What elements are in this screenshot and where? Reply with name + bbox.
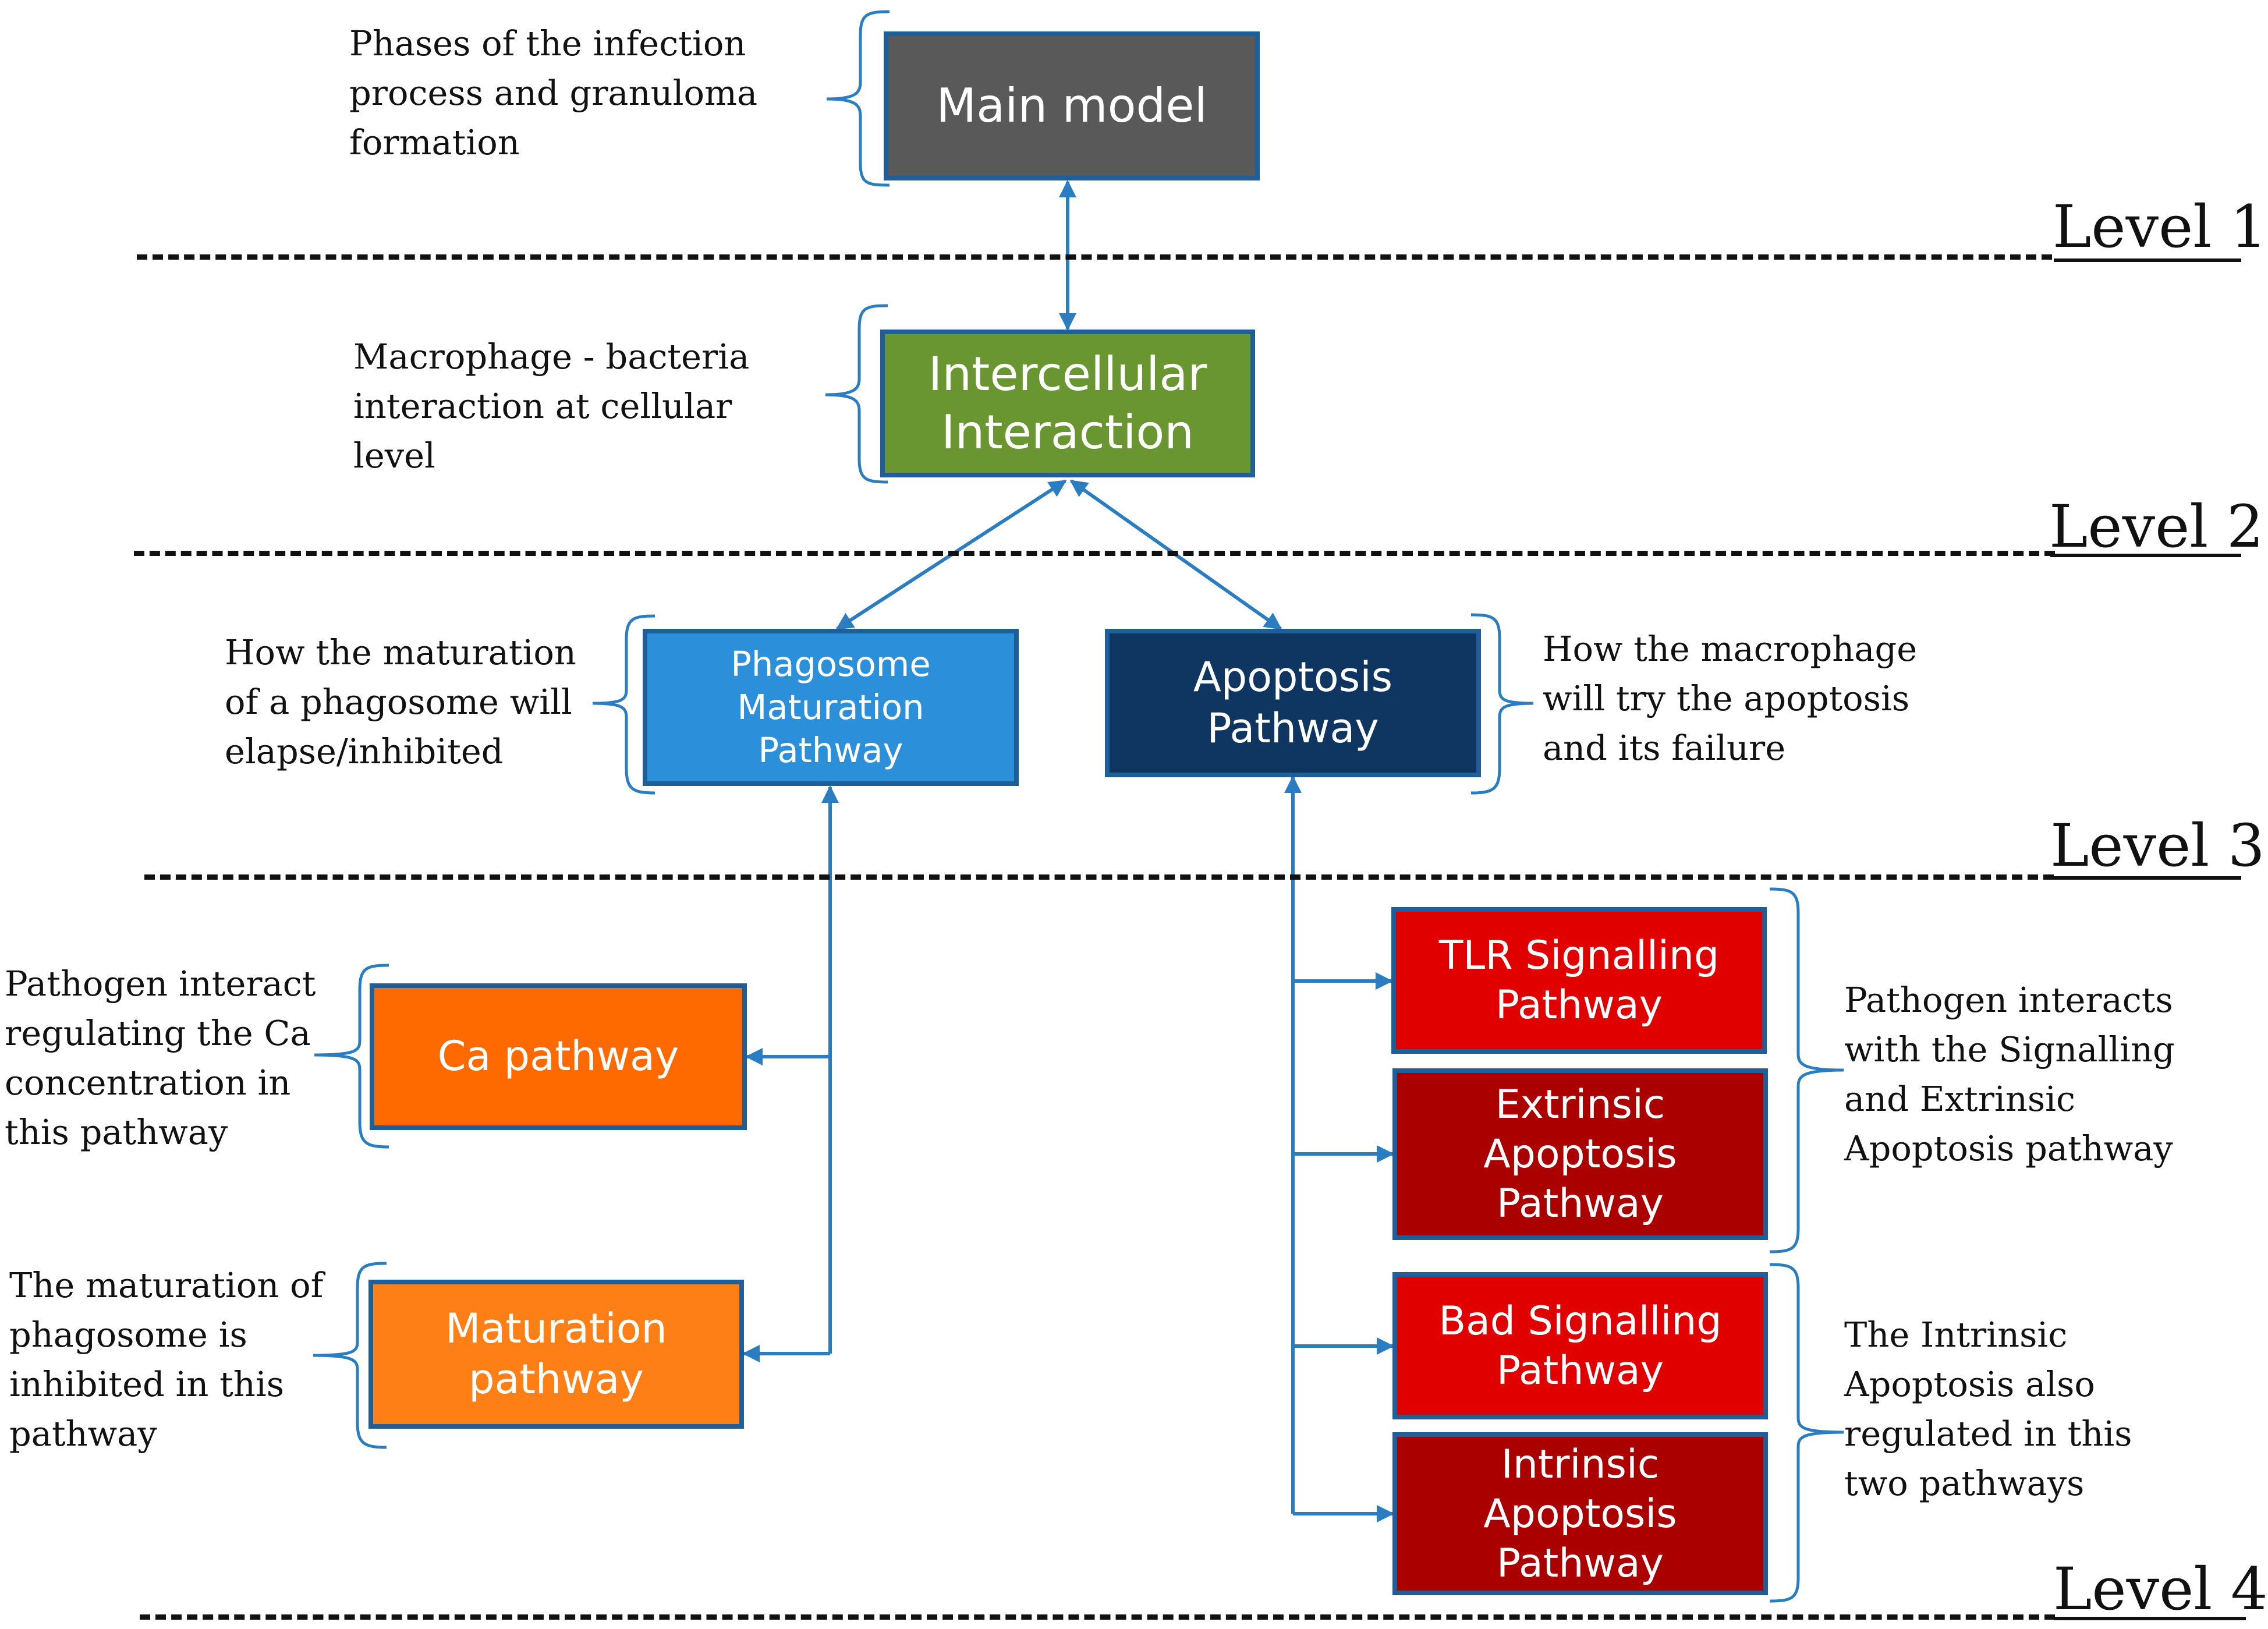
intercellular-note: Macrophage - bacteria interaction at cel… [353,337,750,476]
bad-signalling-pathway-box[interactable]: Bad Signalling Pathway [1392,1272,1768,1419]
main-model-box[interactable]: Main model [884,31,1260,180]
brace-apoptosis [1470,613,1534,795]
brace-ca-pathway [314,964,389,1149]
level-1-label: Level 1 [2053,193,2267,261]
ca-pathway-label: Ca pathway [437,1032,679,1081]
level-3-label: Level 3 [2050,812,2265,880]
brace-phagosome [592,614,655,795]
ca-pathway-note: Pathogen interact regulating the Ca conc… [5,964,316,1152]
level-4-label: Level 4 [2053,1555,2268,1623]
level-4-underline [2054,1617,2246,1620]
apoptosis-pathway-label: Apoptosis Pathway [1193,653,1393,752]
level-2-underline [2050,554,2241,557]
brace-signalling-extrinsic [1769,887,1844,1253]
brace-intercellular [825,304,888,484]
extrinsic-apoptosis-pathway-label: Extrinsic Apoptosis Pathway [1483,1082,1677,1227]
main-model-label: Main model [936,79,1207,133]
level-2-label: Level 2 [2049,493,2264,561]
phagosome-maturation-pathway-label: Phagosome Maturation Pathway [731,644,931,770]
level-1-separator [137,254,2052,260]
level-1-underline [2054,258,2241,262]
maturation-pathway-box[interactable]: Maturation pathway [368,1280,744,1429]
phagosome-note: How the maturation of a phagosome will e… [225,632,576,771]
brace-intrinsic [1769,1263,1844,1603]
maturation-pathway-note: The maturation of phagosome is inhibited… [9,1265,324,1454]
ca-pathway-box[interactable]: Ca pathway [370,983,747,1130]
apoptosis-note: How the macrophage will try the apoptosi… [1543,629,1918,768]
tlr-signalling-pathway-box[interactable]: TLR Signalling Pathway [1391,907,1767,1054]
bad-signalling-pathway-label: Bad Signalling Pathway [1438,1298,1722,1394]
intercellular-interaction-label: Intercellular Interaction [928,347,1207,459]
main-model-note: Phases of the infection process and gran… [349,23,758,162]
phagosome-maturation-pathway-box[interactable]: Phagosome Maturation Pathway [643,629,1019,786]
intercellular-interaction-box[interactable]: Intercellular Interaction [880,330,1255,477]
brace-maturation-pathway [313,1262,387,1449]
intrinsic-apoptosis-pathway-label: Intrinsic Apoptosis Pathway [1483,1441,1677,1586]
tlr-signalling-pathway-label: TLR Signalling Pathway [1438,933,1720,1028]
maturation-pathway-label: Maturation pathway [445,1304,667,1404]
intrinsic-note: The Intrinsic Apoptosis also regulated i… [1844,1315,2132,1503]
apoptosis-pathway-box[interactable]: Apoptosis Pathway [1105,629,1481,777]
extrinsic-apoptosis-pathway-box[interactable]: Extrinsic Apoptosis Pathway [1392,1068,1768,1240]
level-2-separator [134,551,2055,556]
brace-main-model [826,10,890,187]
level-4-separator [140,1614,2055,1620]
intrinsic-apoptosis-pathway-box[interactable]: Intrinsic Apoptosis Pathway [1392,1432,1768,1595]
level-3-separator [144,874,2054,880]
signalling-extrinsic-note: Pathogen interacts with the Signalling a… [1844,980,2175,1168]
level-3-underline [2051,876,2241,880]
